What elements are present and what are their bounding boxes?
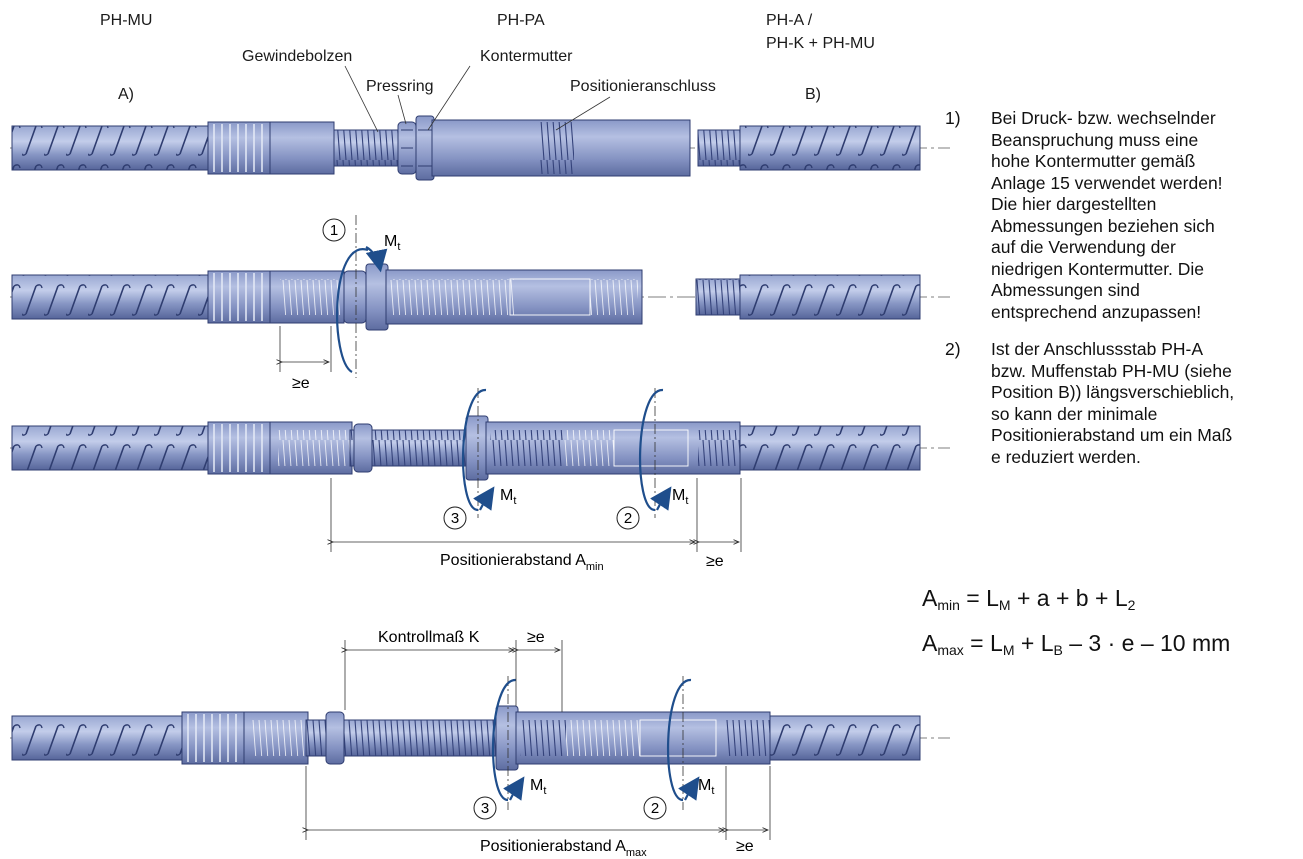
dim-ge-e-row2: ≥e: [292, 375, 310, 392]
label-a-marker: A): [118, 86, 134, 103]
label-gewindebolzen: Gewindebolzen: [242, 48, 353, 65]
step-3-number-row4: 3: [481, 800, 489, 817]
dim-positionierabstand-amax: Positionierabstand Amax: [480, 838, 647, 859]
notes-panel: 1) Bei Druck- bzw. wechselnder Beanspruc…: [945, 108, 1295, 484]
label-kontermutter: Kontermutter: [480, 48, 573, 65]
step-1-number: 1: [330, 222, 338, 239]
row-2-step-1: [10, 215, 950, 378]
step-2-number-row4: 2: [651, 800, 659, 817]
torque-label-row4-b: Mt: [698, 777, 714, 797]
formula-amax: Amax = LM + LB – 3 · e – 10 mm: [922, 630, 1231, 658]
step-2-number-row3: 2: [624, 510, 632, 527]
row-1-disassembled: [10, 65, 950, 181]
note-2-number: 2): [945, 339, 961, 359]
dim-positionierabstand-amin: Positionierabstand Amin: [440, 552, 604, 573]
note-1: 1) Bei Druck- bzw. wechselnder Beanspruc…: [945, 108, 1295, 323]
label-ph-a-line2: PH-K + PH-MU: [766, 35, 875, 52]
label-b-marker: B): [805, 86, 821, 103]
row-3-amin: [10, 388, 950, 552]
label-pressring: Pressring: [366, 78, 434, 95]
note-1-number: 1): [945, 108, 961, 128]
dim-ge-e-row4-bottom: ≥e: [736, 838, 754, 855]
label-ph-pa: PH-PA: [497, 12, 545, 29]
dim-ge-e-row4-top: ≥e: [527, 629, 545, 646]
note-2-text: Ist der Anschlussstab PH-A bzw. Muffenst…: [991, 339, 1235, 467]
dim-kontrollmass: Kontrollmaß K: [378, 629, 480, 646]
dim-ge-e-row3: ≥e: [706, 553, 724, 570]
step-3-number-row3: 3: [451, 510, 459, 527]
formula-amin: Amin = LM + a + b + L2: [922, 585, 1136, 613]
torque-label-row4-a: Mt: [530, 777, 546, 797]
label-ph-mu: PH-MU: [100, 12, 153, 29]
torque-label-row2: Mt: [384, 233, 400, 253]
note-1-text: Bei Druck- bzw. wechselnder Beanspruchun…: [991, 108, 1223, 322]
torque-label-row3-b: Mt: [672, 487, 688, 507]
torque-label-row3-a: Mt: [500, 487, 516, 507]
label-ph-a-line1: PH-A /: [766, 12, 813, 29]
row-4-amax: [10, 640, 950, 840]
label-positionieranschluss: Positionieranschluss: [570, 78, 716, 95]
note-2: 2) Ist der Anschlussstab PH-A bzw. Muffe…: [945, 339, 1295, 468]
